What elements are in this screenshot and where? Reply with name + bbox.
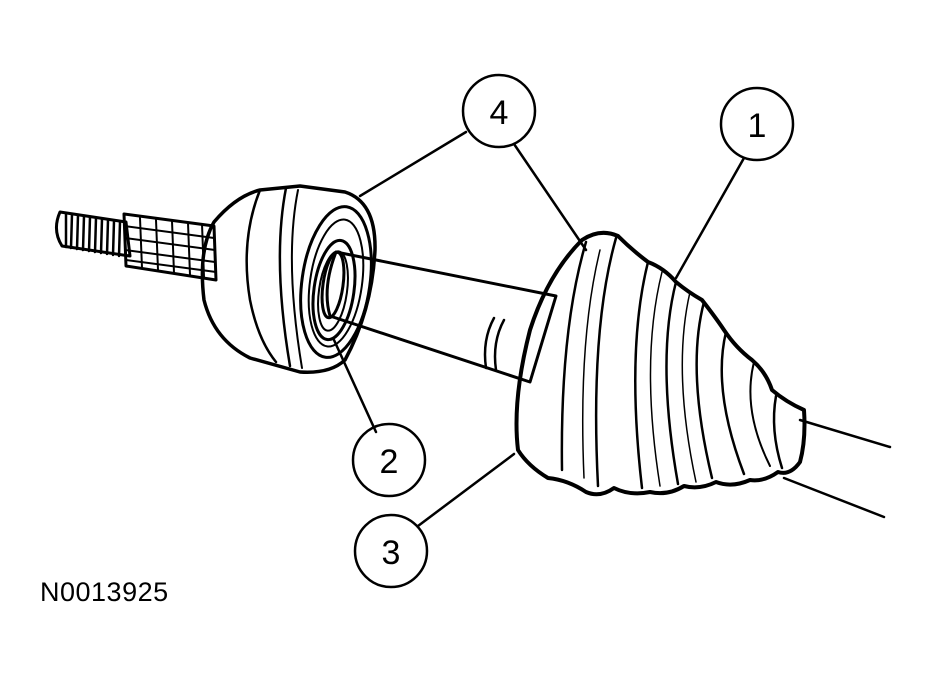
splined-section: [122, 212, 218, 282]
leader-1: [674, 156, 746, 280]
leader-3: [416, 452, 516, 528]
callout-2: 2: [351, 422, 427, 498]
leader-2: [332, 338, 378, 434]
callout-3: 3: [353, 513, 429, 589]
cv-joint-housing: [200, 184, 377, 374]
threaded-stub: [55, 210, 132, 258]
axle-shaft: [320, 250, 892, 519]
seal-ring: [311, 238, 357, 342]
leader-lines: [332, 130, 746, 528]
callout-4: 4: [461, 73, 537, 149]
callout-4-label: 4: [490, 94, 509, 132]
callout-1-label: 1: [748, 107, 767, 145]
leader-4-joint: [358, 130, 468, 198]
leader-4-boot: [512, 142, 588, 252]
cv-boot: [514, 230, 807, 497]
callout-1: 1: [719, 86, 795, 162]
callout-2-label: 2: [380, 443, 399, 481]
callout-3-label: 3: [382, 534, 401, 572]
figure-id: N0013925: [40, 577, 169, 607]
